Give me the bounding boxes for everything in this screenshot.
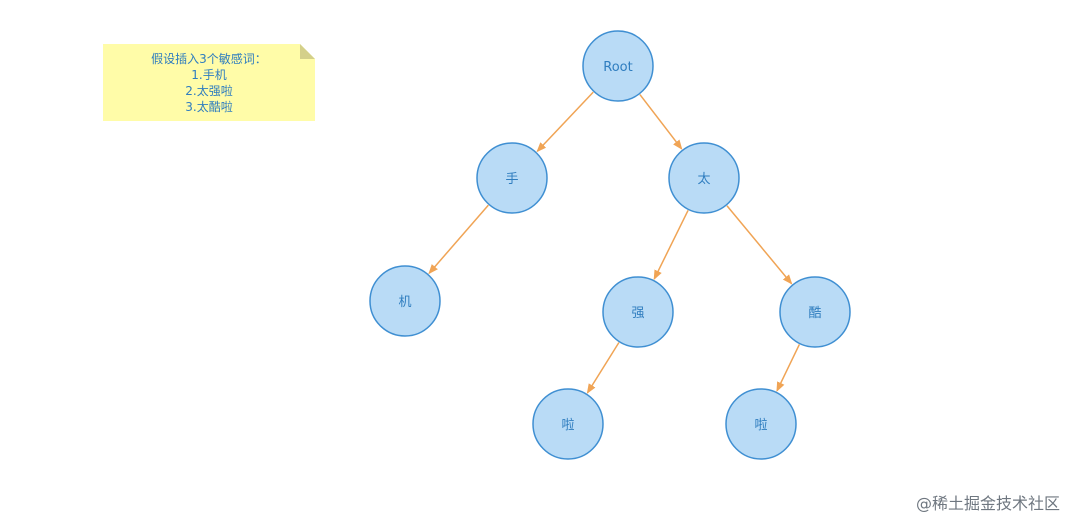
tree-node-root: Root	[582, 30, 654, 102]
tree-node-ku: 酷	[779, 276, 851, 348]
tree-node-tai: 太	[668, 142, 740, 214]
node-circle-la1	[532, 388, 604, 460]
tree-node-ji: 机	[369, 265, 441, 337]
watermark: @稀土掘金技术社区	[915, 494, 1060, 513]
edge-ku-la2	[776, 344, 801, 393]
edge-root-tai	[639, 94, 683, 150]
note-line-1: 1.手机	[191, 68, 226, 82]
note-line-3: 3.太酷啦	[185, 99, 232, 114]
node-circle-la2	[725, 388, 797, 460]
tree-node-shou: 手	[476, 142, 548, 214]
sticky-note-fold	[300, 44, 315, 59]
edge-shou-ji	[428, 204, 489, 275]
node-circle-qiang	[602, 276, 674, 348]
edge-tai-qiang	[653, 209, 689, 281]
node-label-shou: 手	[505, 172, 518, 187]
node-label-root: Root	[603, 60, 632, 75]
node-label-qiang: 强	[631, 306, 644, 321]
node-label-tai: 太	[697, 172, 710, 187]
tree-nodes: Root 手 太机强 酷啦 啦	[369, 30, 851, 460]
edge-root-shou	[536, 91, 594, 153]
note-line-2: 2.太强啦	[185, 83, 232, 98]
tree-node-qiang: 强	[602, 276, 674, 348]
edge-qiang-la1	[586, 342, 620, 394]
node-label-ku: 酷	[808, 306, 821, 321]
note-line-title: 假设插入3个敏感词：	[151, 51, 267, 66]
tree-node-la2: 啦	[725, 388, 797, 460]
node-circle-shou	[476, 142, 548, 214]
node-label-la2: 啦	[754, 418, 767, 433]
tree-node-la1: 啦	[532, 388, 604, 460]
sticky-note-body	[103, 44, 315, 121]
node-label-ji: 机	[398, 295, 411, 310]
node-circle-ji	[369, 265, 441, 337]
edge-tai-ku	[726, 205, 793, 285]
node-circle-ku	[779, 276, 851, 348]
sticky-note: 假设插入3个敏感词： 1.手机 2.太强啦 3.太酷啦	[103, 44, 315, 121]
tree-edges	[428, 91, 801, 394]
node-label-la1: 啦	[561, 418, 574, 433]
node-circle-tai	[668, 142, 740, 214]
node-circle-root	[582, 30, 654, 102]
